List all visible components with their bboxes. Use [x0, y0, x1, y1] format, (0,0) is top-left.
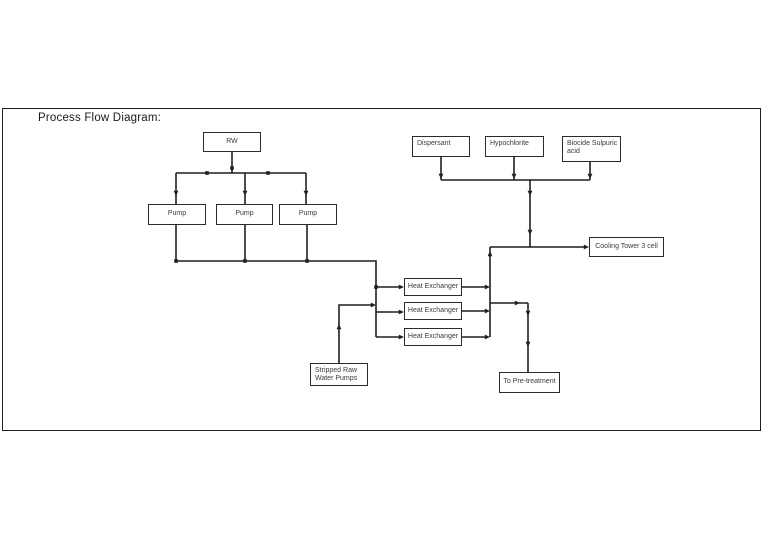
arrowhead-down: [525, 310, 531, 316]
node-label: RW: [226, 137, 238, 145]
node-label: Pump: [167, 210, 187, 218]
node-label: Dispersant: [417, 139, 451, 147]
node-label-line-1: Biocide Sulpuric: [567, 139, 618, 147]
arrowhead-down: [587, 173, 593, 179]
arrowhead-right: [484, 334, 490, 340]
connector-segment: [338, 304, 373, 363]
arrowhead-right: [583, 244, 589, 250]
arrowhead-down: [303, 190, 309, 196]
node-dispersant: Dispersant: [412, 136, 470, 157]
arrowhead-down: [511, 173, 517, 179]
node-to-pretreatment: To Pre-treatment: [499, 372, 560, 393]
arrowhead-right: [398, 334, 404, 340]
node-label: Heat Exchanger: [407, 306, 459, 314]
arrowhead-up: [336, 324, 342, 330]
arrowhead-right: [370, 302, 376, 308]
node-hypochlorite: Hypochlorite: [485, 136, 544, 157]
node-label-line-2: acid: [567, 148, 580, 155]
node-pump-1: Pump: [148, 204, 206, 225]
junction-tick: [305, 259, 309, 263]
node-pump-3: Pump: [279, 204, 337, 225]
arrowhead-right: [398, 309, 404, 315]
node-cooling-tower: Cooling Tower 3 cell: [589, 237, 664, 257]
node-heat-exchanger-2: Heat Exchanger: [404, 302, 462, 320]
node-heat-exchanger-3: Heat Exchanger: [404, 328, 462, 346]
arrowhead-down: [173, 190, 179, 196]
node-stripped-raw-water-pumps: Stripped Raw Water Pumps: [310, 363, 368, 386]
arrowhead-up: [487, 251, 493, 257]
node-rw: RW: [203, 132, 261, 152]
connector-segments: [175, 152, 591, 372]
node-pump-2: Pump: [216, 204, 273, 225]
node-label: Cooling Tower 3 cell: [595, 242, 658, 250]
arrowhead-down: [527, 190, 533, 196]
arrowhead-right: [484, 308, 490, 314]
arrowheads: [173, 166, 593, 347]
arrowhead-down: [527, 229, 533, 235]
arrowhead-down: [242, 190, 248, 196]
node-heat-exchanger-1: Heat Exchanger: [404, 278, 462, 296]
arrowhead-right: [398, 284, 404, 290]
node-label: Pump: [298, 210, 318, 218]
node-label: To Pre-treatment: [503, 378, 556, 386]
node-label: Heat Exchanger: [407, 332, 459, 340]
node-label: Pump: [235, 210, 254, 218]
junction-tick: [266, 171, 270, 175]
node-label-line-1: Stripped Raw: [315, 366, 358, 374]
arrowhead-right: [514, 300, 520, 306]
arrowhead-down: [525, 341, 531, 347]
diagram-border-frame: [2, 108, 761, 431]
junction-tick: [205, 171, 209, 175]
node-label: Heat Exchanger: [407, 282, 459, 290]
junction-tick: [230, 166, 234, 170]
node-label-line-2: Water Pumps: [315, 375, 358, 382]
connector-segment: [176, 260, 377, 337]
arrowhead-down: [438, 173, 444, 179]
junction-tick: [174, 259, 178, 263]
arrowhead-right: [484, 284, 490, 290]
junction-tick: [243, 259, 247, 263]
junction-tick: [374, 285, 378, 289]
page-title: Process Flow Diagram:: [38, 112, 162, 124]
node-label: Hypochlorite: [490, 139, 529, 147]
node-biocide-sulpuric-acid: Biocide Sulpuric acid: [562, 136, 621, 162]
